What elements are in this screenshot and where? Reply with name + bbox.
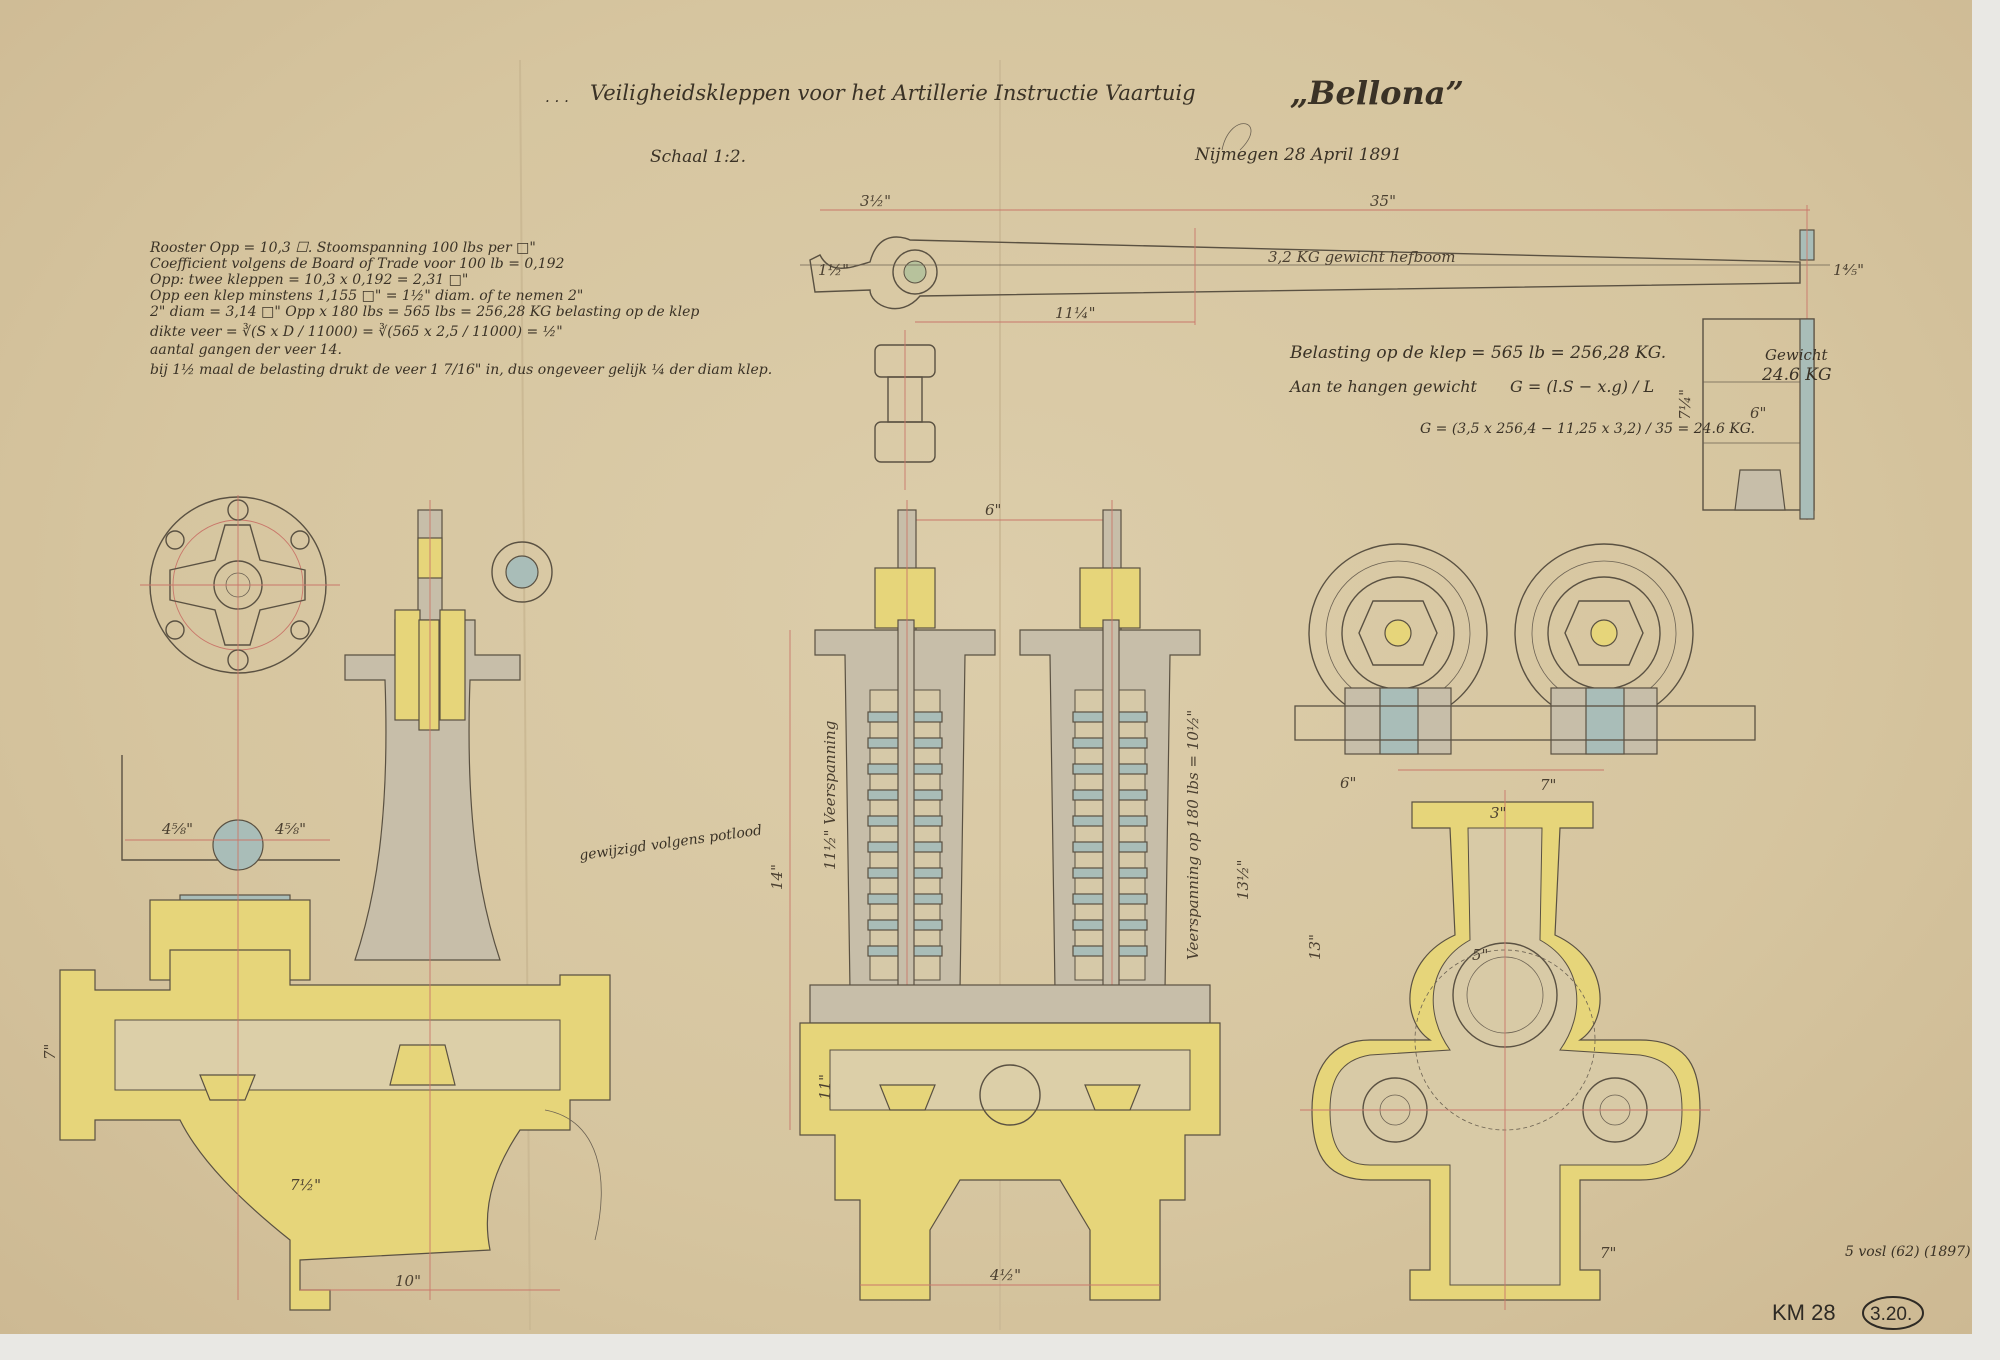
lever-drawing: 3½" 35" 3,2 KG gewicht hefboom 11¼" 1½" … <box>800 192 1864 520</box>
dim-label: 35" <box>1370 192 1396 210</box>
dim-label: 1½" <box>818 261 849 279</box>
lever-pivot-pin <box>903 260 927 284</box>
dim-label: Veerspanning op 180 lbs = 10½" <box>1184 710 1202 960</box>
dim-label: 7¼" <box>1676 389 1694 420</box>
valve-column-left <box>814 500 996 1260</box>
date-signature: Nijmegen 28 April 1891 <box>1194 145 1402 165</box>
weight-value: 24.6 KG <box>1761 365 1832 385</box>
dim-label: 10" <box>395 1272 421 1290</box>
archive-markings: 5 vosl (62) (1897) KM 28 3.20. <box>1772 1244 1971 1330</box>
left-valve-section: 4⅝" 4⅝" 10" 7½" 7" <box>41 500 611 1311</box>
note-line: Rooster Opp = 10,3 ☐. Stoomspanning 100 … <box>149 240 536 256</box>
title-block: . . . Veiligheidskleppen voor het Artill… <box>545 74 1464 167</box>
dim-label: 7½" <box>290 1176 321 1194</box>
left-plan-view <box>140 495 340 710</box>
dim-label: 7" <box>41 1044 59 1060</box>
valve-body-casting <box>59 949 611 1311</box>
lever-shaft <box>1294 705 1756 741</box>
counterweight-drawing: Gewicht 24.6 KG 6" 7¼" <box>1676 318 1832 520</box>
dim-label: 11¼" <box>1055 304 1096 322</box>
dim-label: 4⅝" <box>274 820 306 838</box>
note-line: 2" diam = 3,14 □" Opp x 180 lbs = 565 lb… <box>149 304 699 320</box>
note-line: dikte veer = ∛(S x D / 11000) = ∛(565 x … <box>150 323 563 340</box>
dim-label: 6" <box>985 501 1001 519</box>
note-line: Opp: twee kleppen = 10,3 x 0,192 = 2,31 … <box>150 272 468 288</box>
calculation-notes: Rooster Opp = 10,3 ☐. Stoomspanning 100 … <box>149 240 772 378</box>
dim-label: 3½" <box>860 192 891 210</box>
title-text: Veiligheidskleppen voor het Artillerie I… <box>590 81 1196 105</box>
load-calculation: Belasting op de klep = 565 lb = 256,28 K… <box>1288 343 1755 437</box>
dim-label: 6" <box>1750 404 1766 422</box>
pencil-reference: 5 vosl (62) (1897) <box>1845 1244 1971 1260</box>
calc-line: G = (l.S − x.g) / L <box>1510 377 1654 396</box>
dim-label: 13" <box>1306 934 1324 960</box>
dim-label: 4½" <box>989 1266 1021 1284</box>
dim-label: 5" <box>1472 946 1488 964</box>
sheet-number: 3.20. <box>1870 1304 1912 1325</box>
note-line: Opp een klep minstens 1,155 □" = 1½" dia… <box>150 288 583 304</box>
dim-label: 4⅝" <box>161 820 193 838</box>
title-dots: . . . <box>545 88 569 106</box>
note-line: aantal gangen der veer 14. <box>150 342 342 358</box>
calc-line: Belasting op de klep = 565 lb = 256,28 K… <box>1289 343 1666 363</box>
catalog-number: KM 28 <box>1772 1300 1836 1325</box>
lever-arm <box>809 236 1801 310</box>
ship-name: „Bellona” <box>1290 74 1464 112</box>
weight-label: Gewicht <box>1765 346 1829 364</box>
dim-label: 6" <box>1340 774 1356 792</box>
dim-label: 14" <box>768 864 786 890</box>
dim-label: 7" <box>1540 776 1556 794</box>
calc-line: Aan te hangen gewicht <box>1288 377 1478 396</box>
right-body-section: 3" 7" 5" 13" 7" <box>1300 776 1710 1310</box>
dim-label: 1⅘" <box>1833 261 1864 279</box>
dim-label: 7" <box>1600 1244 1616 1262</box>
valve-column-right <box>1019 500 1201 1260</box>
note-line: Coefficient volgens de Board of Trade vo… <box>150 256 565 272</box>
calc-line: G = (3,5 x 256,4 − 11,25 x 3,2) / 35 = 2… <box>1420 421 1755 437</box>
dim-label: 11½" Veerspanning <box>821 721 839 870</box>
signature-flourish <box>1221 123 1252 151</box>
dim-label: 11" <box>816 1074 834 1100</box>
dim-label: 13½" <box>1234 859 1252 900</box>
center-valve-section: 6" 4½" 14" 11" 13½" 11 <box>768 500 1252 1301</box>
scale-label: Schaal 1:2. <box>650 147 746 167</box>
right-plan-views: 6" <box>1294 543 1756 792</box>
note-line: bij 1½ maal de belasting drukt de veer 1… <box>150 362 772 378</box>
dim-label: 3" <box>1490 804 1506 822</box>
lever-label: 3,2 KG gewicht hefboom <box>1268 248 1456 266</box>
number-circle <box>1862 1296 1924 1330</box>
pencil-note: gewijzigd volgens potlood <box>578 822 763 863</box>
